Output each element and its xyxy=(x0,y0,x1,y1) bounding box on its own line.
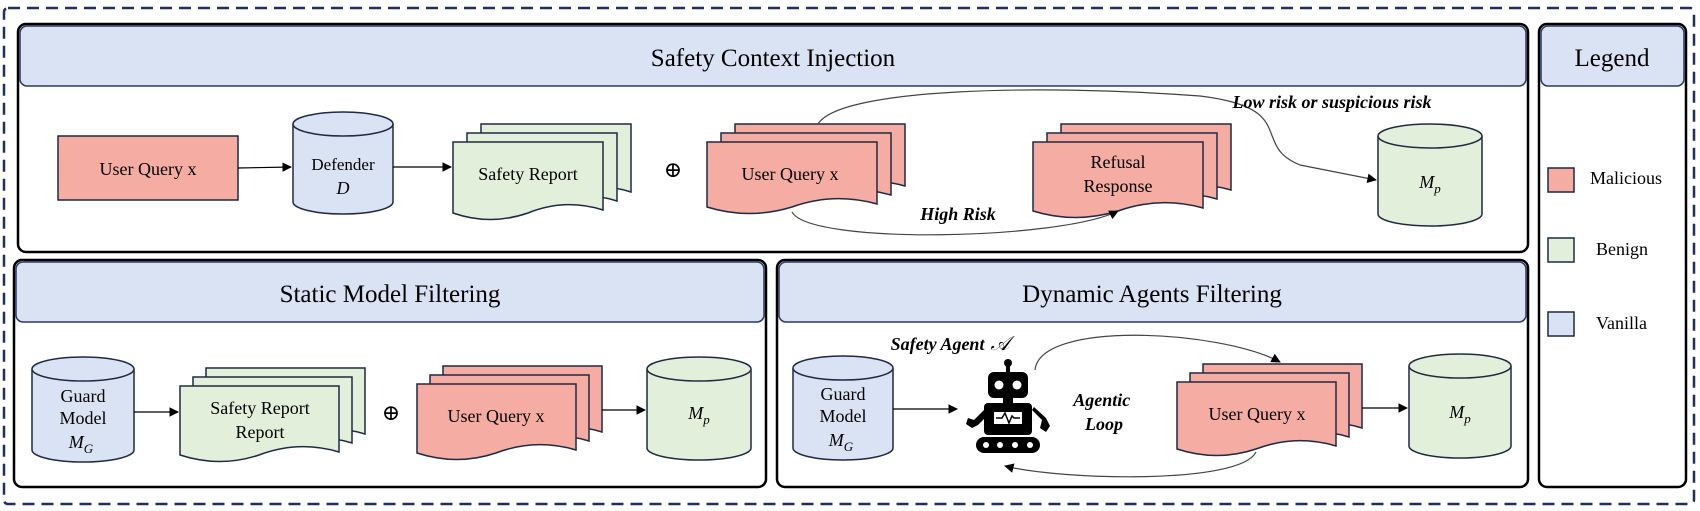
target-model-database: Mp xyxy=(646,356,752,461)
arrow-high-risk xyxy=(791,210,1119,236)
legend-item-vanilla: Vanilla xyxy=(1547,311,1647,337)
svg-text:Model: Model xyxy=(60,408,107,428)
defender-database: Defender D xyxy=(292,111,394,215)
svg-text:D: D xyxy=(336,178,350,198)
legend-title: Legend xyxy=(1575,45,1650,72)
low-risk-label: Low risk or suspicious risk xyxy=(1231,92,1431,112)
svg-text:User Query x: User Query x xyxy=(742,164,839,184)
user-query-box: User Query x xyxy=(57,135,239,201)
svg-text:User Query x: User Query x xyxy=(100,159,197,179)
panel-static-model-filtering: Static Model Filtering Guard Model MG Sa… xyxy=(12,258,768,489)
legend-panel: Legend Malicious Benign Vanilla xyxy=(1537,22,1688,489)
panel-title: Static Model Filtering xyxy=(280,281,501,308)
safety-report-stack: Safety Report Report xyxy=(179,367,366,463)
svg-text:Mp: Mp xyxy=(1418,172,1441,196)
target-model-database: Mp xyxy=(1408,353,1512,459)
panel-title: Safety Context Injection xyxy=(651,45,896,72)
arrow-low-risk xyxy=(817,89,1377,184)
panel-header xyxy=(15,261,765,323)
svg-text:MG: MG xyxy=(68,432,94,456)
svg-text:Refusal: Refusal xyxy=(1091,152,1146,172)
svg-text:Safety Report: Safety Report xyxy=(478,164,577,184)
panel-header xyxy=(778,261,1527,323)
safety-report-stack: Safety Report xyxy=(452,123,632,221)
guard-model-database: Guard Model MG xyxy=(31,356,135,463)
target-model-database: Mp xyxy=(1377,123,1483,227)
svg-text:User Query x: User Query x xyxy=(1209,404,1306,424)
panel-header xyxy=(19,25,1527,87)
arrow-query-to-defender xyxy=(237,162,292,172)
panel-dynamic-agents-filtering: Dynamic Agents Filtering Guard Model MG … xyxy=(775,258,1530,489)
svg-text:Response: Response xyxy=(1084,176,1153,196)
outer-dashed-border xyxy=(2,6,1696,506)
legend-header xyxy=(1540,25,1685,87)
svg-text:Model: Model xyxy=(820,406,867,426)
svg-text:Benign: Benign xyxy=(1596,239,1648,259)
arrow-query-back-to-agent xyxy=(1004,451,1257,478)
agentic-loop-label: Agentic Loop xyxy=(1072,390,1135,434)
svg-text:Mp: Mp xyxy=(687,403,710,427)
svg-text:Report: Report xyxy=(236,422,285,442)
high-risk-label: High Risk xyxy=(919,204,996,224)
svg-text:Vanilla: Vanilla xyxy=(1596,313,1647,333)
svg-text:User Query x: User Query x xyxy=(448,406,545,426)
svg-text:Guard: Guard xyxy=(821,384,866,404)
svg-text:Mp: Mp xyxy=(1448,402,1471,426)
legend-item-malicious: Malicious xyxy=(1547,167,1662,193)
user-query-stack: User Query x xyxy=(416,365,603,461)
panel-safety-context-injection: Safety Context Injection User Query x De… xyxy=(16,22,1530,254)
svg-text:Malicious: Malicious xyxy=(1590,168,1662,188)
svg-text:MG: MG xyxy=(828,430,854,454)
robot-icon xyxy=(966,359,1050,453)
user-query-stack: User Query x xyxy=(706,123,906,215)
user-query-stack: User Query x xyxy=(1176,363,1363,457)
panel-title: Dynamic Agents Filtering xyxy=(1022,281,1282,308)
refusal-response-stack: Refusal Response xyxy=(1032,123,1232,219)
arrow-agent-to-query xyxy=(1034,334,1281,371)
svg-text:Defender: Defender xyxy=(311,155,375,174)
legend-item-benign: Benign xyxy=(1547,237,1648,263)
oplus-symbol: ⊕ xyxy=(664,157,682,182)
svg-text:Guard: Guard xyxy=(61,386,106,406)
oplus-symbol: ⊕ xyxy=(382,400,400,425)
svg-text:Safety Report: Safety Report xyxy=(210,398,309,418)
guard-model-database: Guard Model MG xyxy=(792,355,894,461)
